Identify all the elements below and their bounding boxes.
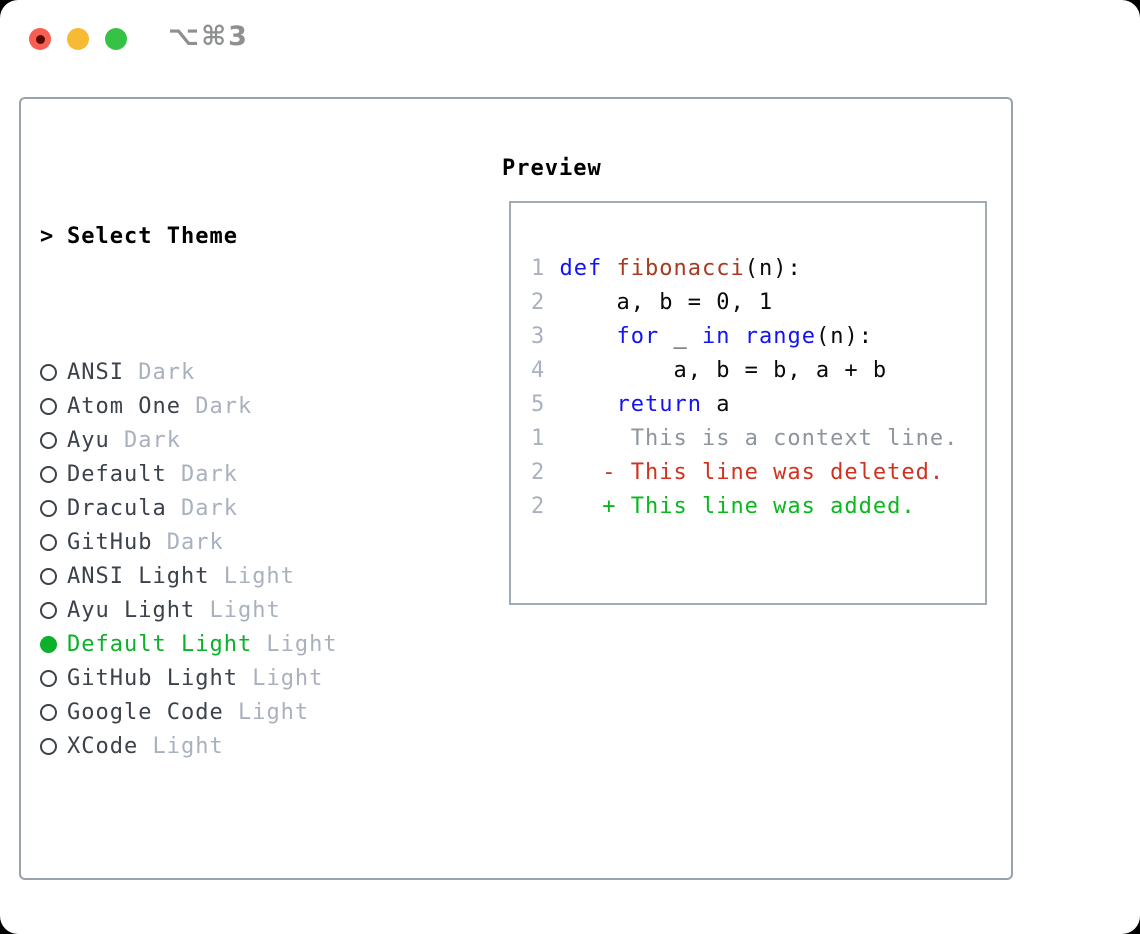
theme-item-label: GitHub Light bbox=[67, 666, 238, 691]
theme-item-label: Atom One bbox=[67, 394, 181, 419]
theme-item-variant: Light bbox=[252, 632, 338, 657]
theme-item-variant: Dark bbox=[166, 462, 238, 487]
window-shortcut-label: ⌥⌘3 bbox=[168, 21, 249, 52]
focus-prompt-icon: > bbox=[40, 224, 55, 249]
code-line: 5 return a bbox=[531, 392, 731, 417]
diff-line-added: 2 + This line was added. bbox=[531, 494, 916, 519]
theme-item[interactable]: ANSI Light Light bbox=[40, 560, 439, 594]
theme-item[interactable]: Ayu Light Light bbox=[40, 594, 439, 628]
theme-item[interactable]: GitHub Dark bbox=[40, 526, 439, 560]
code-line: 3 for _ in range(n): bbox=[531, 324, 873, 349]
diff-line-context: 1 This is a context line. bbox=[531, 426, 959, 451]
line-number: 2 bbox=[531, 460, 546, 485]
line-number: 5 bbox=[531, 392, 546, 417]
line-number: 3 bbox=[531, 324, 546, 349]
theme-item-variant: Light bbox=[138, 734, 224, 759]
theme-item-variant: Dark bbox=[123, 360, 196, 385]
theme-item[interactable]: GitHub Light Light bbox=[40, 662, 439, 696]
close-button[interactable] bbox=[29, 28, 51, 50]
theme-item-variant: Dark bbox=[152, 530, 224, 555]
theme-item-variant: Dark bbox=[166, 496, 238, 521]
minimize-button[interactable] bbox=[67, 28, 89, 50]
line-number: 2 bbox=[531, 494, 546, 519]
theme-item-label: Google Code bbox=[67, 700, 224, 725]
theme-item-label: GitHub bbox=[67, 530, 153, 555]
code-line: 2 a, b = 0, 1 bbox=[531, 290, 774, 315]
theme-item[interactable]: Dracula Dark bbox=[40, 492, 439, 526]
zoom-button[interactable] bbox=[105, 28, 127, 50]
radio-icon bbox=[40, 738, 57, 755]
theme-item-variant: Light bbox=[195, 598, 281, 623]
theme-item-variant: Light bbox=[237, 666, 324, 691]
theme-item[interactable]: Default Dark bbox=[40, 458, 439, 492]
theme-item-label: ANSI bbox=[67, 360, 124, 385]
radio-icon bbox=[40, 602, 57, 619]
radio-icon bbox=[40, 364, 57, 381]
radio-icon bbox=[40, 432, 57, 449]
theme-item-label: Default Light bbox=[67, 632, 253, 657]
theme-item[interactable]: Ayu Dark bbox=[40, 424, 439, 458]
theme-item-label: Ayu bbox=[67, 428, 110, 453]
radio-icon bbox=[40, 500, 57, 517]
select-theme-title: Select Theme bbox=[67, 224, 238, 249]
line-number: 1 bbox=[531, 426, 546, 451]
select-theme-header: > Select Theme bbox=[40, 220, 439, 254]
theme-item-label: ANSI Light bbox=[67, 564, 210, 589]
code-line: 1 def fibonacci(n): bbox=[531, 256, 802, 281]
theme-item-variant: Light bbox=[209, 564, 295, 589]
line-number: 2 bbox=[531, 290, 546, 315]
theme-item[interactable]: Google Code Light bbox=[40, 696, 439, 730]
line-number: 1 bbox=[531, 256, 546, 281]
preview-pane: 1 def fibonacci(n): 2 a, b = 0, 1 3 for _ … bbox=[509, 201, 987, 605]
radio-icon bbox=[40, 670, 57, 687]
unsaved-dot-icon bbox=[35, 34, 45, 44]
radio-icon bbox=[40, 568, 57, 585]
radio-icon bbox=[40, 704, 57, 721]
theme-item-variant: Light bbox=[223, 700, 310, 725]
spacer bbox=[40, 866, 439, 900]
theme-item[interactable]: Default Light Light bbox=[40, 628, 439, 662]
diff-line-deleted: 2 - This line was deleted. bbox=[531, 460, 945, 485]
line-number: 4 bbox=[531, 358, 546, 383]
theme-item-label: Default bbox=[67, 462, 167, 487]
radio-icon bbox=[40, 398, 57, 415]
theme-item-label: XCode bbox=[67, 734, 139, 759]
theme-item[interactable]: Atom One Dark bbox=[40, 390, 439, 424]
code-line: 4 a, b = b, a + b bbox=[531, 358, 888, 383]
radio-icon bbox=[40, 466, 57, 483]
preview-title: Preview bbox=[502, 156, 602, 181]
theme-item-label: Ayu Light bbox=[67, 598, 196, 623]
theme-item[interactable]: ANSI Dark bbox=[40, 356, 439, 390]
theme-item-variant: Dark bbox=[180, 394, 253, 419]
theme-item-label: Dracula bbox=[67, 496, 167, 521]
radio-selected-icon bbox=[40, 636, 57, 653]
radio-icon bbox=[40, 534, 57, 551]
theme-item-variant: Dark bbox=[109, 428, 181, 453]
theme-item[interactable]: XCode Light bbox=[40, 730, 439, 764]
